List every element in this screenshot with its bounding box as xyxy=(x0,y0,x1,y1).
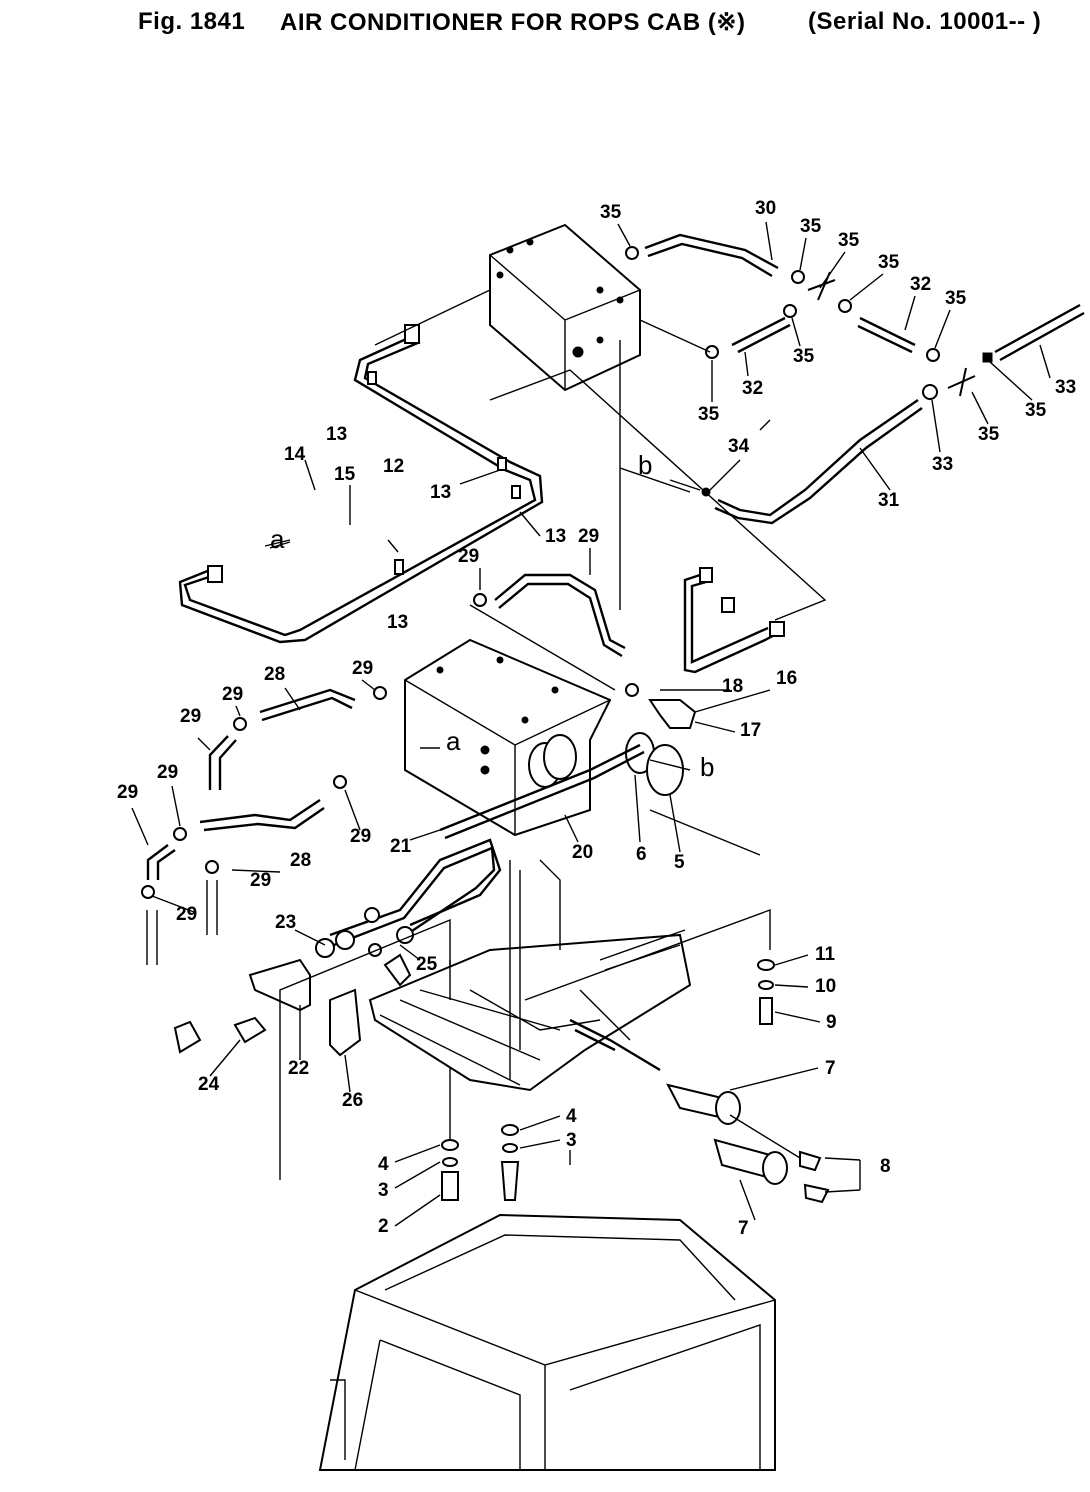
hose-30 xyxy=(469,567,785,691)
callout-label: b xyxy=(700,752,714,782)
callout-label: 24 xyxy=(198,1074,220,1095)
callout-label: 29 xyxy=(350,826,371,847)
callout-label: a xyxy=(270,524,285,554)
callout-label: 35 xyxy=(945,288,967,309)
callout-label: 13 xyxy=(430,482,451,503)
upper-unit xyxy=(489,223,641,392)
leader-lines xyxy=(269,289,827,621)
base-frame xyxy=(368,809,771,1092)
bolts-2-3-4 xyxy=(441,1124,571,1201)
bolt-set-9-11 xyxy=(757,959,775,1025)
callout-label: 3 xyxy=(566,1130,577,1151)
hose-32-upper xyxy=(625,233,1085,525)
callout-label: 3 xyxy=(378,1180,389,1201)
callout-label: 35 xyxy=(800,216,822,237)
callout-label: 29 xyxy=(222,684,243,705)
callout-label: 35 xyxy=(978,424,1000,445)
rollers-7 xyxy=(666,1083,861,1204)
callout-label: 20 xyxy=(572,842,593,863)
callout-label: 9 xyxy=(826,1012,837,1033)
callout-label: 18 xyxy=(722,676,743,697)
callout-label: 17 xyxy=(740,720,761,741)
callout-label: 7 xyxy=(738,1218,749,1239)
callout-label: 29 xyxy=(176,904,197,925)
callout-label: 33 xyxy=(1055,377,1076,398)
hoses-26-27-28 xyxy=(141,686,387,965)
callout-label: 26 xyxy=(342,1090,363,1111)
callout-label: 29 xyxy=(180,706,201,727)
main-unit xyxy=(404,638,697,837)
callout-label: 21 xyxy=(390,836,412,857)
callout-label: 35 xyxy=(793,346,815,367)
callout-label: 8 xyxy=(880,1156,891,1177)
callout-label: 22 xyxy=(288,1058,309,1079)
label-leaders xyxy=(131,221,1051,1227)
callout-label: 35 xyxy=(878,252,900,273)
callout-label: 11 xyxy=(815,944,836,965)
callout-label: 7 xyxy=(825,1058,836,1079)
callout-label: 29 xyxy=(578,526,599,547)
callout-label: 34 xyxy=(728,436,750,457)
rops-cab xyxy=(318,1213,776,1471)
callout-label: 4 xyxy=(378,1154,389,1175)
callout-label: 28 xyxy=(290,850,311,871)
callout-label: 29 xyxy=(250,870,271,891)
callout-labels: 35 30 35 35 35 32 35 35 32 35 33 35 35 3… xyxy=(117,198,1076,1239)
callout-label: 25 xyxy=(416,954,438,975)
pipe-12 xyxy=(178,324,544,644)
callout-label: 29 xyxy=(117,782,138,803)
callout-label: 4 xyxy=(566,1106,577,1127)
callout-label: 31 xyxy=(878,490,900,511)
callout-label: 33 xyxy=(932,454,953,475)
figure-name: AIR CONDITIONER FOR ROPS CAB (※) xyxy=(280,9,746,36)
callout-label: 2 xyxy=(378,1216,389,1237)
callout-label: 16 xyxy=(776,668,797,689)
callout-label: 35 xyxy=(1025,400,1047,421)
callout-label: 15 xyxy=(334,464,356,485)
callout-label: 35 xyxy=(698,404,720,425)
callout-label: 6 xyxy=(636,844,647,865)
callout-label: 23 xyxy=(275,912,296,933)
callout-label: 32 xyxy=(910,274,931,295)
callout-label: 35 xyxy=(600,202,622,223)
callout-label: 13 xyxy=(387,612,408,633)
serial-range: (Serial No. 10001-- ) xyxy=(808,8,1042,35)
callout-label: 30 xyxy=(755,198,776,219)
callout-label: 13 xyxy=(326,424,347,445)
callout-label: 5 xyxy=(674,852,685,873)
figure-title: Fig. 1841 AIR CONDITIONER FOR ROPS CAB (… xyxy=(0,0,1090,44)
callout-label: 14 xyxy=(284,444,306,465)
callout-label: 29 xyxy=(157,762,178,783)
figure-number: Fig. 1841 xyxy=(138,8,246,35)
callout-label: 13 xyxy=(545,526,566,547)
callout-label: 35 xyxy=(838,230,860,251)
callout-label: 32 xyxy=(742,378,763,399)
callout-label: a xyxy=(446,726,461,756)
mounting-bracket xyxy=(173,918,451,1180)
callout-label: 12 xyxy=(383,456,404,477)
pipe-19 xyxy=(315,743,645,958)
callout-label: 10 xyxy=(815,976,836,997)
callout-label: 29 xyxy=(352,658,373,679)
callout-label: b xyxy=(638,450,652,480)
callout-label: 29 xyxy=(458,546,479,567)
callout-label: 28 xyxy=(264,664,285,685)
